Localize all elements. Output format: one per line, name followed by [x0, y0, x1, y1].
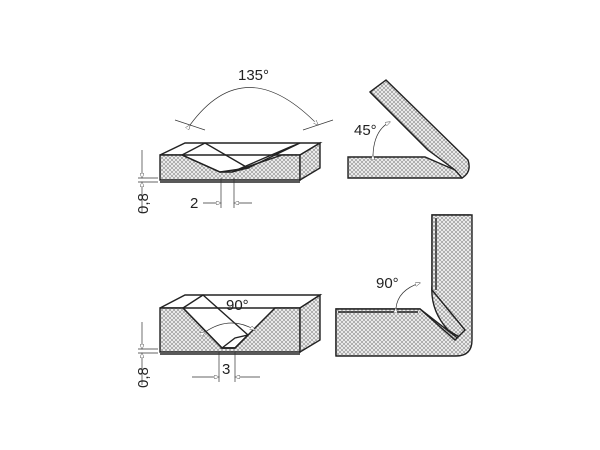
board-front-face — [159, 307, 301, 353]
depth-label-0-8: 0,8 — [135, 367, 152, 388]
folded-board-flap — [368, 79, 470, 179]
width-label-3: 3 — [222, 361, 230, 378]
angle-arc-90-fold — [396, 283, 420, 308]
cut-face-right — [231, 142, 301, 173]
folded-board-outline — [335, 214, 473, 357]
angle-arc-45 — [373, 122, 390, 155]
board-side-face — [299, 141, 321, 182]
angle-arc-135 — [190, 87, 318, 126]
panel-90-fold: 90° — [335, 214, 473, 357]
depth-label-0-8: 0,8 — [135, 193, 152, 214]
width-label-2: 2 — [190, 195, 198, 212]
angle-label-45: 45° — [354, 122, 377, 139]
board-front-face — [159, 154, 301, 181]
angle-label-90-groove: 90° — [226, 297, 249, 314]
panel-90-groove: 90° 3 0,8 — [135, 293, 323, 388]
angle-arc-90 — [205, 322, 255, 332]
panel-135-groove: 135° 2 0,8 — [135, 67, 334, 214]
board-side-face — [299, 293, 321, 354]
angle-label-135: 135° — [238, 67, 269, 84]
angle-label-90-fold: 90° — [376, 275, 399, 292]
panel-45-fold: 45° — [347, 79, 470, 179]
